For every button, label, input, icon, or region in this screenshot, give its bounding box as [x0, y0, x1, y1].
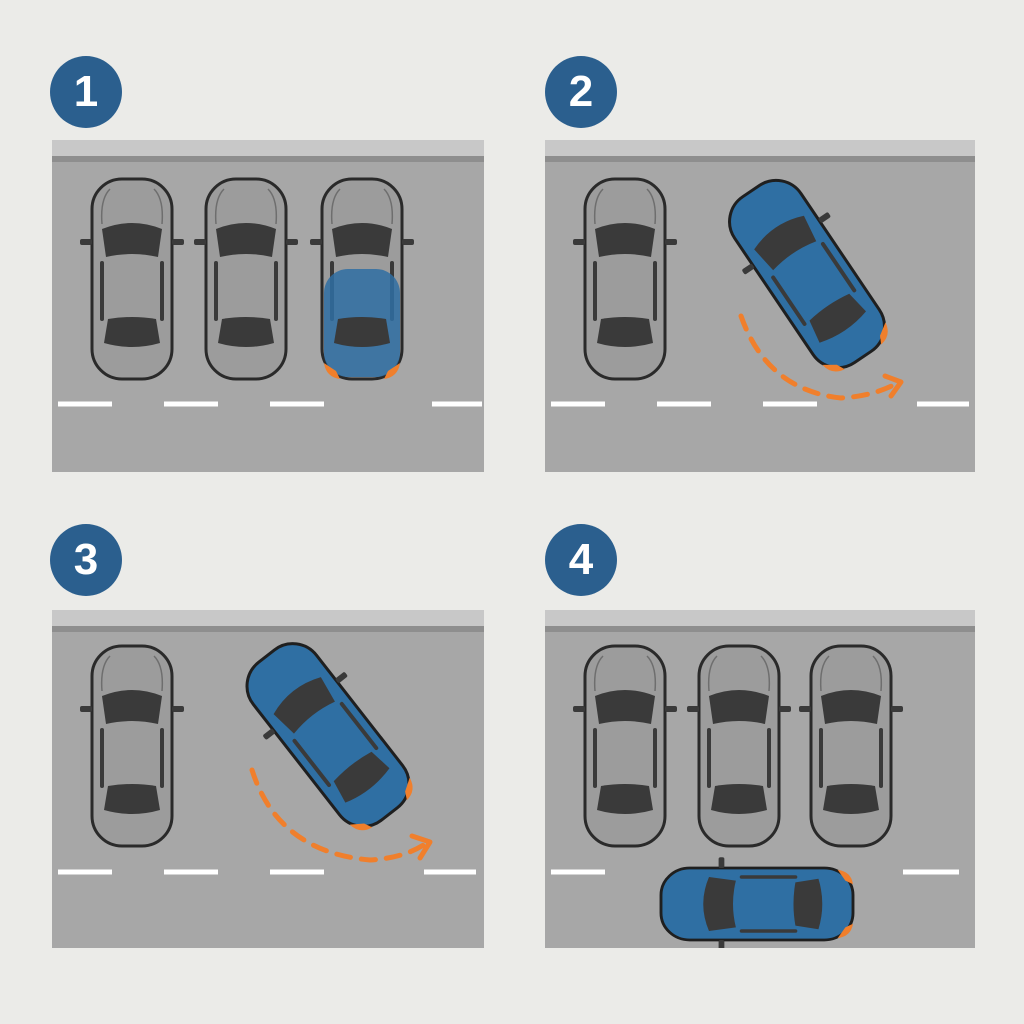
curb [52, 140, 484, 156]
parked-car [192, 177, 300, 381]
curb [52, 610, 484, 626]
parked-car [78, 177, 186, 381]
parked-car [571, 644, 679, 848]
curb [545, 140, 975, 156]
step-4-badge: 4 [545, 524, 617, 596]
step-3-scene [52, 610, 484, 948]
path-arrow-head [882, 373, 904, 399]
step-3-badge: 3 [50, 524, 122, 596]
step-2-scene [545, 140, 975, 472]
moving-car [308, 177, 416, 381]
step-1-scene [52, 140, 484, 472]
path-arrow-head [409, 833, 433, 861]
step-2-badge: 2 [545, 56, 617, 128]
path-arrow [738, 313, 902, 401]
parked-car [571, 177, 679, 381]
moving-car [659, 855, 855, 948]
curb-edge [52, 156, 484, 162]
path-arrow [249, 767, 431, 863]
curb-edge [545, 156, 975, 162]
curb-edge [545, 626, 975, 632]
curb-edge [52, 626, 484, 632]
step-4-scene [545, 610, 975, 948]
parked-car [685, 644, 793, 848]
step-1-badge: 1 [50, 56, 122, 128]
curb [545, 610, 975, 626]
parked-car [78, 644, 186, 848]
parked-car [797, 644, 905, 848]
